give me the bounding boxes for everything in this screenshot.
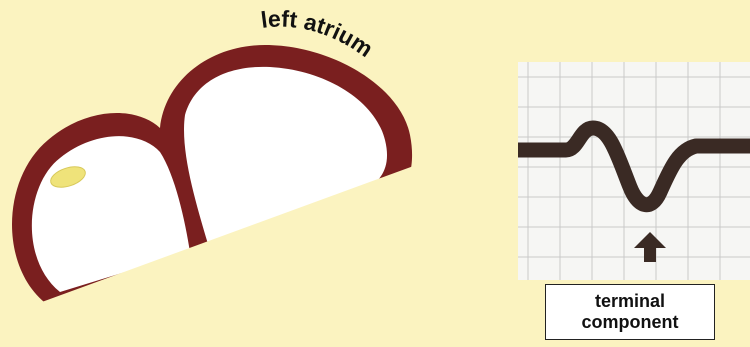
atria-illustration: left atrium (0, 0, 430, 347)
ecg-strip-graphic (518, 62, 750, 280)
ecg-strip (518, 62, 750, 280)
caption-line-2: component (582, 312, 679, 333)
caption-box: terminal component (545, 284, 715, 340)
ecg-trace (518, 128, 750, 205)
caption-line-1: terminal (595, 291, 665, 312)
ecg-grid (518, 62, 750, 280)
